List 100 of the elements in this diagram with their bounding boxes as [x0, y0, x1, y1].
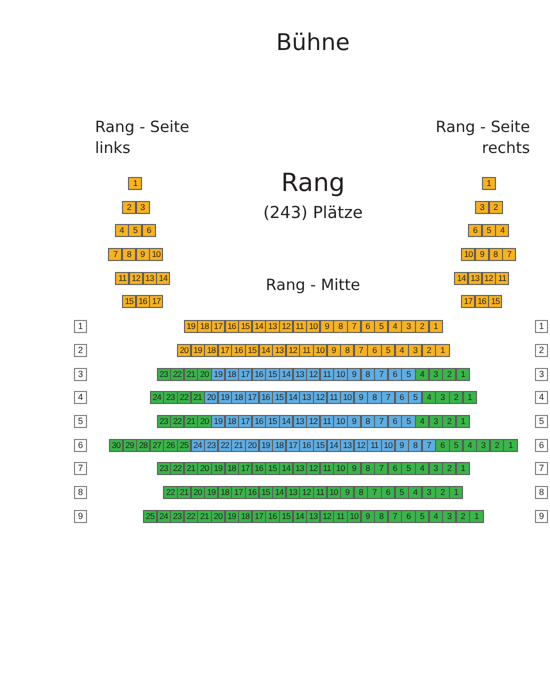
- seat: 25: [177, 438, 192, 452]
- row-number: 1: [535, 320, 548, 332]
- seat: 26: [163, 438, 178, 452]
- seat: 11: [115, 272, 130, 284]
- seat: 19: [211, 368, 226, 380]
- seat: 16: [231, 344, 246, 356]
- seat: 9: [320, 320, 334, 332]
- seat: 14: [279, 462, 294, 474]
- seat: 10: [149, 248, 164, 260]
- seat: 19: [258, 438, 273, 452]
- seat: 8: [360, 462, 375, 474]
- seat: 8: [360, 414, 375, 428]
- seat: 21: [184, 368, 198, 380]
- seat: 10: [326, 486, 341, 498]
- seat: 15: [265, 368, 280, 380]
- seat: 4: [394, 344, 409, 356]
- seat: 14: [286, 390, 300, 404]
- seat: 11: [299, 344, 314, 356]
- seat: 4: [415, 462, 430, 474]
- seat: 5: [401, 462, 416, 474]
- seat: 19: [204, 486, 218, 498]
- seat: 18: [197, 320, 212, 332]
- seat: 3: [422, 486, 436, 498]
- seat: 5: [401, 414, 416, 428]
- seat: 8: [408, 438, 422, 452]
- seat: 7: [374, 414, 388, 428]
- seat: 11: [292, 320, 307, 332]
- row-number: 6: [535, 438, 548, 452]
- seat: 4: [422, 390, 436, 404]
- seat: 13: [292, 414, 307, 428]
- seat: 21: [177, 486, 192, 498]
- seat: 4: [388, 320, 402, 332]
- seat: 11: [326, 390, 341, 404]
- seat: 20: [197, 368, 212, 380]
- seat: 12: [279, 320, 294, 332]
- seat: 2: [415, 320, 430, 332]
- seat: 2: [456, 510, 470, 522]
- seat: 7: [374, 368, 388, 380]
- row-number: 4: [535, 390, 548, 404]
- seat: 4: [408, 486, 422, 498]
- seat: 16: [224, 320, 239, 332]
- seat: 9: [474, 248, 490, 260]
- row-number: 1: [74, 320, 87, 332]
- seat: 3: [435, 390, 450, 404]
- seat: 17: [238, 462, 252, 474]
- seat: 6: [435, 438, 450, 452]
- seat: 19: [218, 390, 232, 404]
- seat: 13: [468, 272, 482, 284]
- seat: 6: [394, 390, 409, 404]
- seat: 21: [184, 414, 198, 428]
- seat: 18: [272, 438, 286, 452]
- row-number: 5: [74, 414, 87, 428]
- seat: 23: [156, 414, 171, 428]
- seat: 17: [252, 510, 266, 522]
- seat: 20: [197, 462, 212, 474]
- seat: 15: [238, 320, 252, 332]
- seat: 9: [136, 248, 150, 260]
- seat: 10: [313, 344, 328, 356]
- seat: 10: [333, 462, 348, 474]
- seat: 20: [211, 510, 226, 522]
- seat: 4: [415, 368, 430, 380]
- seat: 13: [286, 486, 300, 498]
- seat: 8: [360, 368, 375, 380]
- seat: 20: [177, 344, 192, 356]
- seat: 29: [122, 438, 137, 452]
- seat: 5: [374, 320, 388, 332]
- seat: 14: [258, 344, 273, 356]
- row-number: 2: [535, 344, 548, 356]
- seat: 2: [422, 344, 436, 356]
- seat: 17: [238, 414, 252, 428]
- seat: 5: [408, 390, 422, 404]
- seat: 12: [354, 438, 368, 452]
- seat: 22: [177, 390, 192, 404]
- seat: 3: [428, 368, 443, 380]
- row-number: 3: [535, 368, 548, 380]
- seat: 15: [265, 462, 280, 474]
- seat: 15: [279, 510, 294, 522]
- seat: 7: [374, 462, 388, 474]
- seat: 24: [156, 510, 171, 522]
- seat: 1: [482, 176, 496, 190]
- seat: 3: [401, 320, 416, 332]
- seat: 7: [367, 486, 382, 498]
- seat: 16: [245, 486, 260, 498]
- seat: 17: [231, 486, 246, 498]
- row-number: 9: [535, 510, 548, 522]
- seat: 5: [128, 224, 142, 236]
- section-heading: Rang - Seite rechts: [434, 117, 530, 159]
- seat: 16: [258, 390, 273, 404]
- seat: 24: [150, 390, 164, 404]
- seat: 15: [313, 438, 328, 452]
- seat: 17: [286, 438, 300, 452]
- seat: 7: [381, 390, 396, 404]
- seat: 11: [320, 414, 334, 428]
- seat: 1: [456, 462, 470, 474]
- seat: 22: [170, 414, 184, 428]
- row-number: 7: [74, 462, 87, 474]
- seat: 12: [128, 272, 144, 284]
- seat: 9: [360, 510, 375, 522]
- seat: 9: [326, 344, 341, 356]
- seat: 14: [292, 510, 307, 522]
